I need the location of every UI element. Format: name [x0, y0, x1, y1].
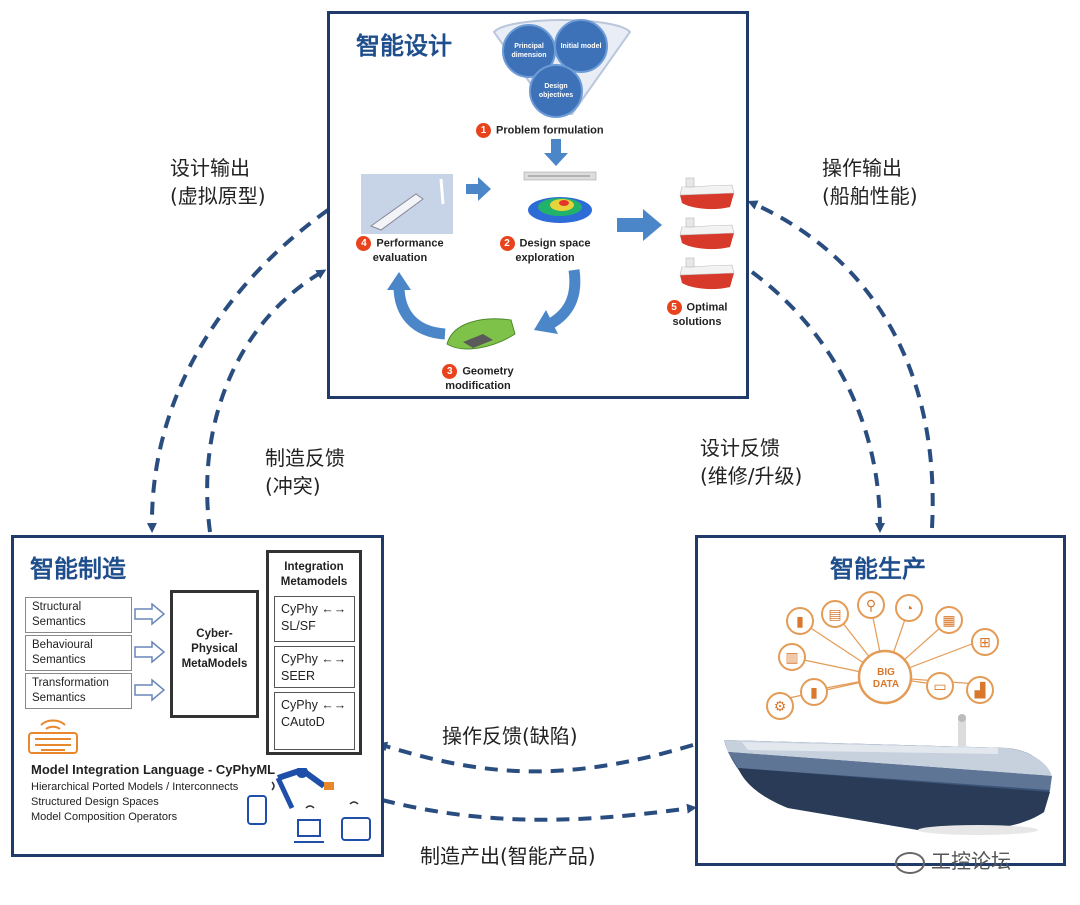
gear-icon: ⚙ — [766, 692, 794, 720]
wechat-icon — [895, 851, 925, 874]
integration-metamodels-box: Integration Metamodels — [266, 550, 362, 755]
search-icon: ⚲ — [857, 591, 885, 619]
process-arrow-right — [617, 209, 662, 241]
autonomous-ship-image — [724, 714, 1052, 835]
operation-feedback-arrow — [377, 741, 694, 774]
structural-semantics-box: Structural Semantics — [25, 597, 132, 633]
transformation-semantics-box: Transformation Semantics — [25, 673, 132, 709]
step-4-badge: 4 — [356, 236, 372, 251]
cyber-physical-metamodels-box: Cyber-Physical MetaModels — [170, 590, 259, 718]
semantics-arrows — [134, 603, 166, 702]
integration-item-sl-sf: CyPhy ←→ SL/SF — [274, 596, 355, 642]
process-arrow-curved-down — [534, 269, 581, 334]
big-data-label: BIG DATA — [872, 667, 900, 690]
step-5-badge: 5 — [666, 300, 682, 315]
keyboard-icon — [28, 719, 78, 754]
integration-item-cautod: CyPhy ←→ CAutoD — [274, 692, 355, 750]
monitor-icon: ▭ — [926, 672, 954, 700]
process-arrow-right-small — [466, 177, 491, 201]
growth-chart-icon: ▟ — [966, 676, 994, 704]
integration-item-seer: CyPhy ←→ SEER — [274, 646, 355, 688]
process-arrow-down — [544, 139, 568, 166]
design-output-arrow — [146, 208, 330, 533]
optimal-ships-image — [679, 177, 735, 290]
bar-chart-icon: ▮ — [786, 607, 814, 635]
design-output-label: 设计输出(虚拟原型) — [170, 156, 266, 208]
operation-output-arrow — [747, 200, 935, 529]
mil-title: Model Integration Language - CyPhyML — [31, 762, 276, 777]
manufacturing-panel-title: 智能制造 — [30, 555, 126, 583]
production-panel-title: 智能生产 — [830, 555, 926, 583]
manufacturing-output-label: 制造产出(智能产品) — [420, 844, 596, 868]
chart-icon: ▥ — [778, 643, 806, 671]
process-arrow-curved-up — [387, 272, 446, 340]
manufacturing-feedback-arrow — [205, 269, 327, 533]
performance-evaluation-image — [361, 174, 453, 234]
operation-output-label: 操作输出(船舶性能) — [822, 156, 918, 208]
watermark: 工控论坛 — [895, 845, 1011, 874]
manufacturing-feedback-label: 制造反馈(冲突) — [265, 446, 345, 498]
step-2-badge: 2 — [499, 236, 515, 251]
design-space-plot — [523, 171, 597, 223]
document-icon: ▦ — [935, 606, 963, 634]
design-feedback-label: 设计反馈(维修/升级) — [700, 436, 803, 488]
design-feedback-arrow — [750, 270, 885, 533]
operation-feedback-label: 操作反馈(缺陷) — [442, 724, 578, 748]
chart-icon: ▤ — [821, 600, 849, 628]
bubble-design-objectives: Design objectives — [529, 64, 583, 118]
step-1-badge: 1 — [476, 123, 491, 138]
flowchart-icon: ⊞ — [971, 628, 999, 656]
mil-line-composition-operators: Model Composition Operators — [31, 811, 178, 823]
mil-line-design-spaces: Structured Design Spaces — [31, 796, 159, 808]
step-3-badge: 3 — [442, 364, 458, 379]
bar-chart-icon: ▮ — [800, 678, 828, 706]
manufacturing-output-arrow — [381, 798, 697, 822]
robot-arm-devices-image — [247, 768, 371, 843]
design-panel-title: 智能设计 — [356, 32, 452, 60]
pie-chart-icon: ◔ — [895, 594, 923, 622]
behavioural-semantics-box: Behavioural Semantics — [25, 635, 132, 671]
geometry-modification-image — [446, 318, 516, 350]
mil-line-ported-models: Hierarchical Ported Models / Interconnec… — [31, 781, 239, 793]
